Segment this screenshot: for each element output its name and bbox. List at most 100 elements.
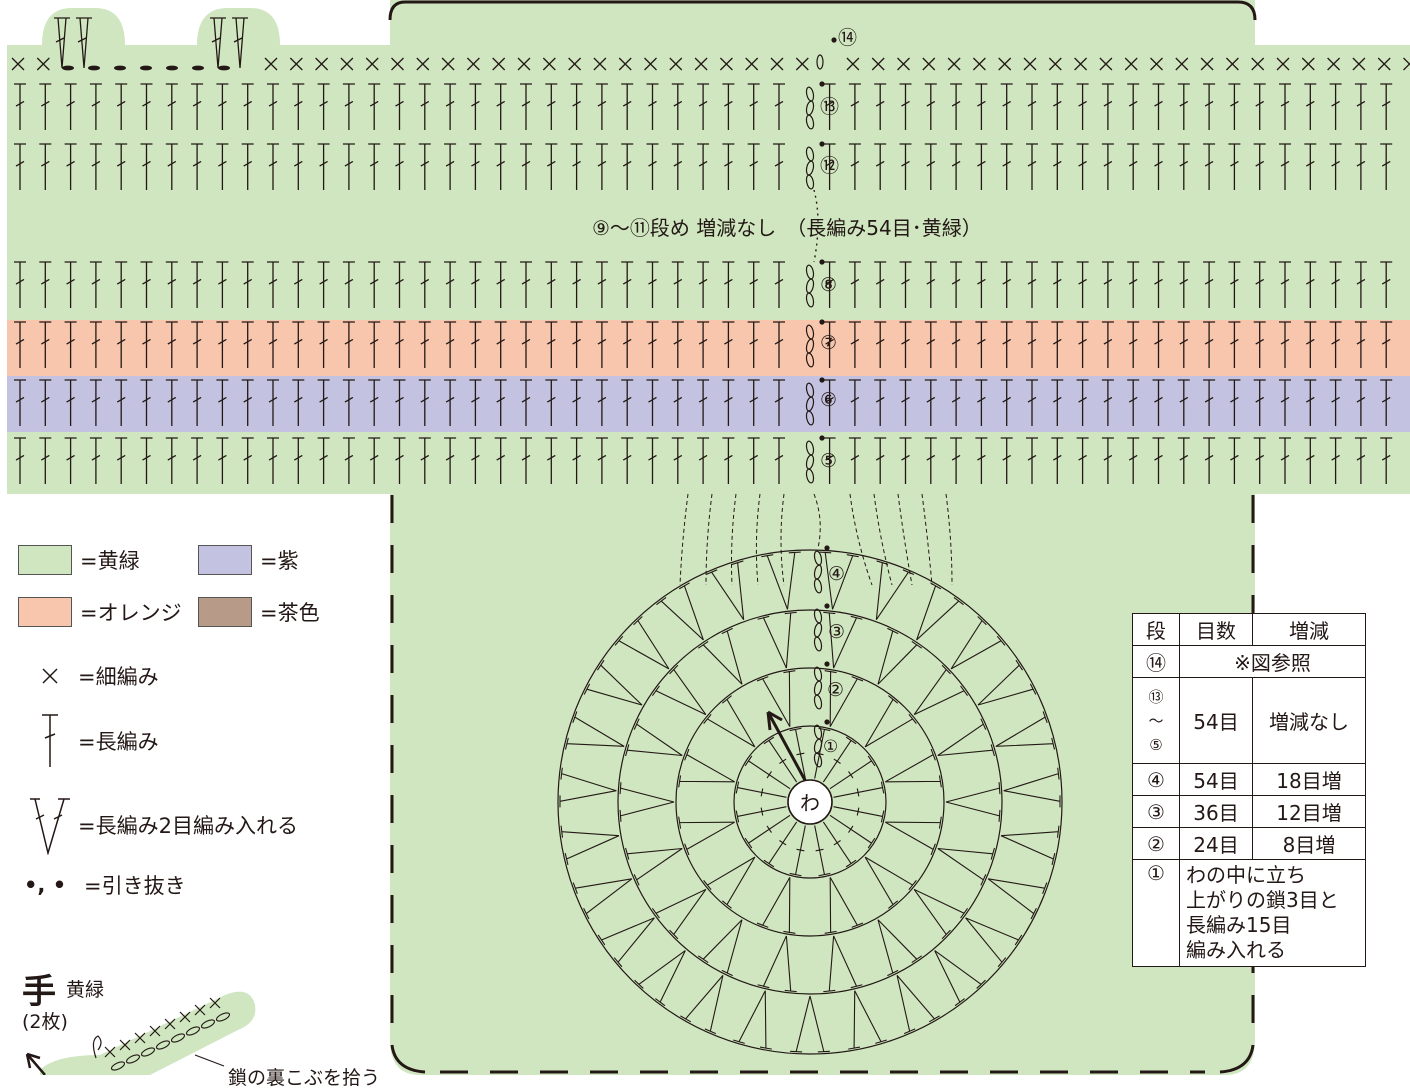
round-3-label: ③: [828, 621, 845, 643]
table-cell-round: ④: [1133, 764, 1180, 796]
round-table: 段 目数 増減 ⑭ ※図参照 ⑬ ～ ⑤ 54目 増減なし ④ 54目 18目増…: [1132, 613, 1366, 967]
table-row: ② 24目 8目増: [1133, 828, 1366, 860]
slip-stitch-mark: [62, 66, 74, 71]
legend-sc: =細編み: [22, 661, 159, 691]
rounds-9-11-note: ⑨～⑪段め 増減なし （長編み54目･黄緑）: [592, 216, 982, 240]
slip-stitch-dot: [819, 377, 824, 382]
note-line: 上がりの鎖3目と: [1186, 888, 1359, 913]
hand-note-leader: [195, 1055, 224, 1066]
table-row: ⑬ ～ ⑤ 54目 増減なし: [1133, 678, 1366, 764]
range-bottom: ⑤: [1139, 733, 1173, 757]
legend-dc: =長編み: [22, 713, 159, 769]
swatch-yellow-green: [18, 545, 72, 575]
legend-purple: =紫: [198, 545, 299, 575]
table-row: ⑭ ※図参照: [1133, 646, 1366, 678]
band-purple-row6: [7, 376, 1410, 432]
round-5-label: ⑤: [820, 450, 837, 472]
band-yellow-green-row5: [7, 432, 1410, 494]
hand-arrow: [27, 1054, 45, 1075]
table-cell-change: 18目増: [1253, 764, 1366, 796]
round-14-label: ⑭: [838, 27, 857, 49]
table-row: ③ 36目 12目増: [1133, 796, 1366, 828]
note-line: 長編み15目: [1186, 913, 1359, 938]
note-line: わの中に立ち: [1186, 863, 1359, 888]
legend-sc-label: =細編み: [78, 661, 159, 691]
table-cell-stitches: 54目: [1180, 678, 1253, 764]
table-cell-round-range: ⑬ ～ ⑤: [1133, 678, 1180, 764]
hand-note: 鎖の裏こぶを拾う: [228, 1063, 380, 1090]
hand-title: 手: [22, 964, 56, 1013]
band-orange-row7: [7, 320, 1410, 376]
swatch-brown: [198, 597, 252, 627]
legend-brown-label: =茶色: [260, 597, 320, 627]
table-cell-merged: ※図参照: [1180, 646, 1366, 678]
slip-stitch-mark: [140, 66, 152, 71]
slip-stitch-dot: [824, 661, 829, 666]
round-13-label: ⑬: [820, 96, 839, 118]
table-cell-round: ③: [1133, 796, 1180, 828]
note-line: 編み入れる: [1186, 938, 1359, 963]
table-cell-round: ②: [1133, 828, 1180, 860]
hand-piece: [40, 992, 255, 1075]
slip-stitch-mark: [114, 66, 126, 71]
table-cell-change: 12目増: [1253, 796, 1366, 828]
legend-dc-label: =長編み: [78, 726, 159, 756]
table-row: ① わの中に立ち 上がりの鎖3目と 長編み15目 編み入れる: [1133, 860, 1366, 967]
legend-brown: =茶色: [198, 597, 320, 627]
round-8-label: ⑧: [820, 274, 837, 296]
slip-stitch-mark: [192, 66, 204, 71]
slip-stitch-dot: [819, 81, 824, 86]
slip-stitch-dot: [824, 545, 829, 550]
range-mid: ～: [1139, 709, 1173, 733]
table-cell-change: 8目増: [1253, 828, 1366, 860]
center-ring-label: わ: [800, 791, 820, 815]
table-cell-round: ①: [1133, 860, 1180, 967]
range-top: ⑬: [1139, 685, 1173, 709]
round-1-label: ①: [823, 737, 838, 757]
legend-dc-inc: =長編み2目編み入れる: [22, 795, 298, 855]
table-cell-round: ⑭: [1133, 646, 1180, 678]
table-cell-change: 増減なし: [1253, 678, 1366, 764]
band-yellow-green-top: [7, 45, 1410, 320]
table-header-stitches: 目数: [1180, 614, 1253, 646]
slip-stitch-dot: [824, 603, 829, 608]
slip-stitch-symbols: •, •: [24, 873, 84, 897]
legend-purple-label: =紫: [260, 545, 299, 575]
slip-stitch-dot: [819, 141, 824, 146]
legend-yellow-green: =黄緑: [18, 545, 140, 575]
legend-orange-label: =オレンジ: [80, 597, 182, 627]
hand-color: 黄緑: [66, 975, 104, 1002]
slip-stitch-dot: [819, 319, 824, 324]
slip-stitch-dot: [819, 259, 824, 264]
legend: =黄緑 =紫 =オレンジ =茶色 =細編み =長編み =長編み2目編み入れる •…: [0, 530, 390, 950]
round-6-label: ⑥: [820, 389, 837, 411]
table-row: ④ 54目 18目増: [1133, 764, 1366, 796]
round-4-label: ④: [828, 563, 845, 585]
slip-stitch-mark: [166, 66, 178, 71]
dc-increase-icon: [22, 795, 78, 855]
round-12-label: ⑫: [820, 155, 839, 177]
slip-stitch-dot: [819, 435, 824, 440]
table-header-row: 段 目数 増減: [1133, 614, 1366, 646]
table-cell-stitches: 24目: [1180, 828, 1253, 860]
slip-stitch-dot: [831, 37, 836, 42]
double-crochet-icon: [22, 713, 78, 769]
table-cell-note: わの中に立ち 上がりの鎖3目と 長編み15目 編み入れる: [1180, 860, 1366, 967]
slip-stitch-mark: [218, 66, 230, 71]
table-cell-stitches: 36目: [1180, 796, 1253, 828]
slip-stitch-dot: [824, 719, 829, 724]
legend-yellow-green-label: =黄緑: [80, 545, 140, 575]
legend-slip-label: =引き抜き: [84, 870, 186, 900]
legend-dc-inc-label: =長編み2目編み入れる: [78, 810, 298, 840]
table-header-change: 増減: [1253, 614, 1366, 646]
table-cell-stitches: 54目: [1180, 764, 1253, 796]
swatch-purple: [198, 545, 252, 575]
hand-count: (2枚): [22, 1007, 68, 1034]
legend-slip: •, • =引き抜き: [24, 870, 186, 900]
swatch-orange: [18, 597, 72, 627]
round-2-label: ②: [827, 679, 844, 701]
round-7-label: ⑦: [820, 332, 837, 354]
table-header-round: 段: [1133, 614, 1180, 646]
turning-chain: [93, 1036, 101, 1058]
legend-orange: =オレンジ: [18, 597, 182, 627]
